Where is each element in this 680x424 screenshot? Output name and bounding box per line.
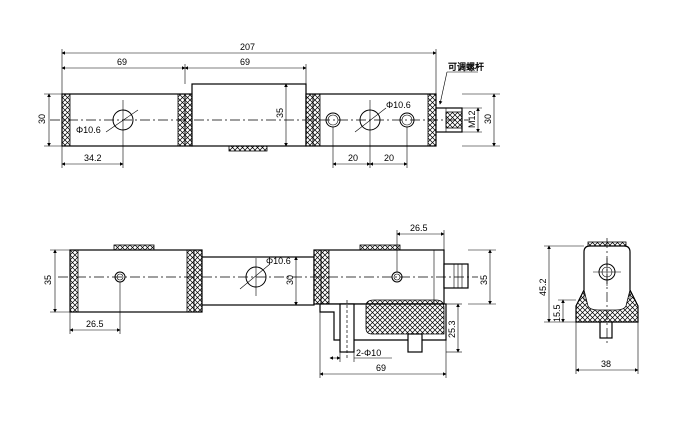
- label-top-hole-left: Φ10.6: [76, 125, 101, 135]
- dim-foot-height: 25.3: [447, 320, 457, 338]
- front-view: 35 30 35 Φ10.6 26.5 26.5 25.3 2-Φ10 69: [43, 223, 496, 378]
- dim-thread: M12: [467, 110, 477, 128]
- dim-side-base: 15.5: [552, 304, 562, 322]
- dim-front-offset-left: 26.5: [86, 319, 104, 329]
- dim-seg-mid: 69: [240, 57, 250, 67]
- front-left-knurl-b: [186, 249, 195, 313]
- dim-top-height-left: 30: [37, 114, 47, 124]
- front-middle-block: [201, 256, 315, 306]
- dim-top-height-right: 30: [483, 114, 493, 124]
- dim-front-height-right: 35: [479, 275, 489, 285]
- top-hole-left: [105, 100, 139, 140]
- top-view: 207 69 69 30 35 30 M12 可调螺杆 Φ10.6 Φ10.6: [37, 42, 500, 168]
- dim-pitch-b: 20: [384, 153, 394, 163]
- front-pin-right: [407, 333, 423, 353]
- dim-base-length: 69: [376, 363, 386, 373]
- dim-pitch-a: 20: [348, 153, 358, 163]
- front-left-block: [69, 249, 203, 313]
- side-pin: [599, 321, 613, 339]
- dim-side-height: 45.2: [538, 278, 548, 296]
- dim-front-height-left: 35: [43, 275, 53, 285]
- dim-front-offset-right: 26.5: [410, 223, 428, 233]
- dim-top-offset-left: 34.2: [84, 153, 102, 163]
- label-front-hole-mid: Φ10.6: [266, 256, 291, 266]
- top-middle-knurl: [228, 145, 268, 152]
- dim-seg-left: 69: [117, 57, 127, 67]
- side-view: 45.2 15.5 38: [538, 238, 639, 374]
- dim-top-height-mid: 35: [275, 108, 285, 118]
- label-pins: 2-Φ10: [356, 348, 381, 358]
- front-left-top-knurl: [113, 244, 155, 251]
- dim-overall-length: 207: [240, 42, 255, 52]
- side-base-pad: [575, 288, 639, 323]
- front-adjust-rod: [443, 263, 469, 289]
- top-middle-block: [191, 83, 307, 147]
- front-right-top-knurl: [359, 244, 401, 251]
- front-foot-pad: [365, 299, 445, 335]
- top-hole-right: [354, 100, 387, 140]
- note-adjust-rod: 可调螺杆: [448, 61, 484, 72]
- front-left-knurl-c: [193, 249, 203, 313]
- dim-front-height-mid: 30: [285, 275, 295, 285]
- dim-side-width: 38: [601, 359, 611, 369]
- label-top-hole-right: Φ10.6: [386, 100, 411, 110]
- front-left-knurl-a: [69, 249, 79, 313]
